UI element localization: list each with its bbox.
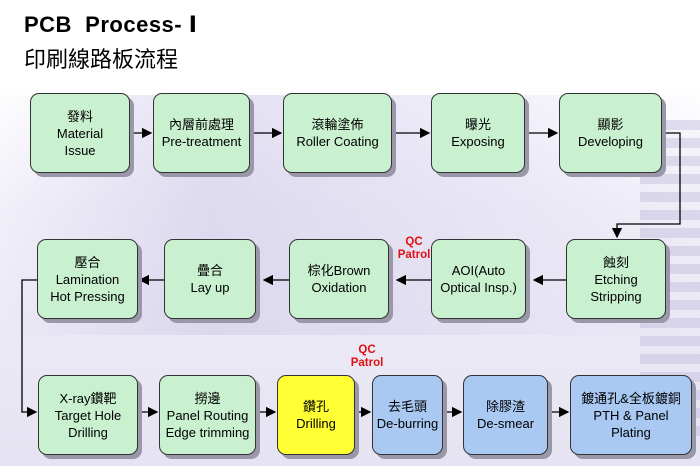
node-label-en: Pre-treatment [161, 134, 242, 149]
qc-label-line2: Patrol [397, 249, 431, 261]
node-label-zh: 去毛頭 [387, 399, 427, 414]
node-label-en2: Issue [64, 142, 96, 158]
node-label-2: Oxidation [311, 280, 367, 295]
node-label-zh: 除膠渣 [485, 399, 525, 414]
node-label-zh: 滾輪塗佈 [311, 117, 364, 132]
step-developing: 顯影 Developing [559, 93, 662, 173]
node-label-en: Developing [577, 134, 644, 149]
step-roller-coating: 滾輪塗佈 Roller Coating [283, 93, 392, 173]
step-pre-treatment: 內層前處理 Pre-treatment [153, 93, 250, 173]
node-label-en2: Stripping [590, 288, 642, 304]
step-aoi: AOI(Auto Optical Insp.) [431, 239, 526, 319]
step-panel-routing: 撈邊 Panel Routing Edge trimming [159, 375, 256, 455]
node-label-zh: 內層前處理 [168, 117, 234, 132]
node-label-zh: 鍍通孔&全板鍍銅 [581, 390, 681, 406]
node-label-2: Optical Insp.) [440, 280, 517, 295]
node-label-en: Etching [594, 271, 638, 287]
node-label-1: 棕化Brown [307, 263, 371, 278]
node-label-en: Lay up [190, 280, 230, 295]
node-label-en: Material [56, 125, 104, 141]
node-label-en: Drilling [296, 416, 336, 431]
qc-patrol-label: QC Patrol [341, 344, 393, 370]
node-label-zh: 蝕刻 [602, 254, 629, 270]
qc-label-line1: QC [358, 344, 376, 356]
node-label-zh: 壓合 [74, 254, 101, 270]
step-lay-up: 疊合 Lay up [164, 239, 256, 319]
node-label-en: Lamination [55, 271, 120, 287]
node-label-zh: 鑽孔 [302, 399, 329, 414]
node-label-en: Exposing [451, 134, 505, 149]
node-label-zh: 曝光 [464, 117, 491, 132]
node-label-zh: 發料 [66, 108, 93, 124]
arrow-10-11 [21, 279, 38, 418]
step-xray-target-drilling: X-ray鑽靶 Target Hole Drilling [38, 375, 138, 455]
step-exposing: 曝光 Exposing [431, 93, 525, 173]
node-label-en: Target Hole [54, 407, 122, 423]
qc-patrol-label: QC Patrol [388, 236, 440, 262]
node-label-en: De-smear [476, 416, 535, 431]
step-de-burring: 去毛頭 De-burring [372, 375, 443, 455]
step-de-smear: 除膠渣 De-smear [463, 375, 548, 455]
step-brown-oxidation: 棕化Brown Oxidation [289, 239, 389, 319]
node-label-en2: Hot Pressing [50, 288, 125, 304]
step-pth-panel-plating: 鍍通孔&全板鍍銅 PTH & Panel Plating [570, 375, 692, 455]
slide-title: PCB Process- Ⅰ [24, 12, 198, 37]
node-label-en2: Drilling [68, 424, 108, 440]
node-label-en: Roller Coating [296, 134, 379, 149]
qc-label-line2: Patrol [350, 357, 384, 369]
node-label-en2: Edge trimming [165, 424, 250, 440]
node-label-zh: 顯影 [597, 117, 624, 132]
node-label-en: Panel Routing [166, 407, 249, 423]
step-lamination: 壓合 Lamination Hot Pressing [37, 239, 138, 319]
slide-subtitle: 印刷線路板流程 [24, 48, 179, 73]
node-label-en: PTH & Panel [593, 407, 669, 423]
arrow-5-6 [611, 132, 681, 239]
node-label-zh: X-ray鑽靶 [59, 390, 117, 406]
step-etching-stripping: 蝕刻 Etching Stripping [566, 239, 666, 319]
node-label-en: De-burring [376, 416, 439, 431]
qc-label-line1: QC [405, 236, 423, 248]
node-label-zh: 疊合 [196, 263, 223, 278]
node-label-zh: 撈邊 [194, 390, 221, 406]
node-label-en2: Plating [611, 424, 651, 440]
node-label-1: AOI(Auto [451, 263, 506, 278]
step-material-issue: 發料 Material Issue [30, 93, 130, 173]
step-drilling: 鑽孔 Drilling [277, 375, 355, 455]
